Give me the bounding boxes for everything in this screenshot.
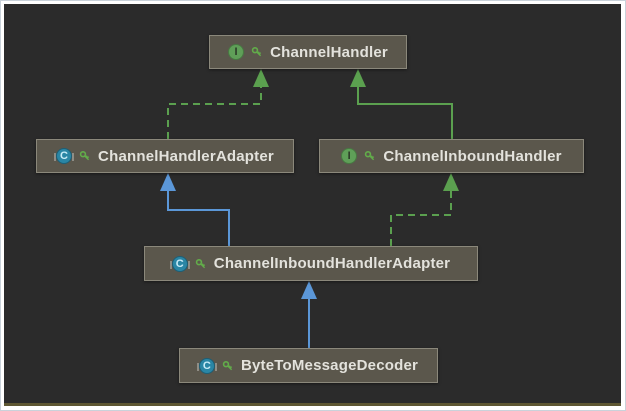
key-icon: [251, 46, 262, 57]
class-icon: C: [196, 357, 217, 374]
interface-icon: I: [228, 44, 245, 60]
key-icon: [365, 150, 375, 161]
node-label: ChannelInboundHandlerAdapter: [213, 255, 451, 272]
diagram-canvas: [4, 4, 621, 403]
uml-node-bytetomessagedecoder[interactable]: C ByteToMessageDecoder: [179, 348, 438, 383]
bottom-edge-line: [4, 403, 621, 406]
node-label: ChannelInboundHandler: [383, 147, 562, 165]
key-icon: [79, 150, 90, 161]
key-icon: [195, 258, 205, 268]
uml-node-channelinboundhandleradapter[interactable]: C ChannelInboundHandlerAdapter: [144, 246, 478, 281]
node-label: ChannelHandlerAdapter: [98, 147, 274, 165]
uml-node-channelhandler[interactable]: I ChannelHandler: [209, 35, 407, 69]
node-label: ByteToMessageDecoder: [240, 357, 419, 374]
interface-icon: I: [341, 148, 358, 164]
class-icon: C: [169, 255, 190, 272]
key-icon: [222, 360, 233, 370]
uml-node-channelhandleradapter[interactable]: C ChannelHandlerAdapter: [36, 139, 294, 173]
uml-node-channelinboundhandler[interactable]: I ChannelInboundHandler: [319, 139, 584, 173]
node-label: ChannelHandler: [270, 43, 388, 61]
class-icon: C: [54, 148, 75, 164]
